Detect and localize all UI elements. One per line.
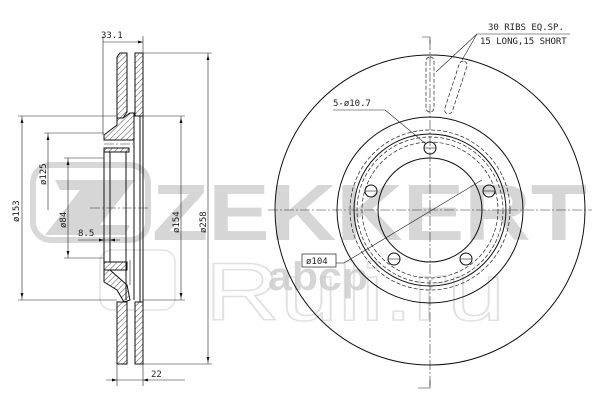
dim-hub-offset: 8.5 (78, 229, 94, 239)
section-view: 33.1 22 8.5 ø258 ø154 ø153 (12, 31, 212, 386)
watermark-brand: ZEKKERT (152, 168, 587, 257)
bolt-holes (364, 141, 496, 266)
watermark-site: Ruli.ru (205, 247, 505, 338)
center-bore (377, 157, 483, 263)
dim-friction-inner-diameter: ø154 (172, 211, 182, 233)
dim-disc-thickness: 22 (151, 370, 162, 380)
ribs-note-line1: 30 RIBS EQ.SP. (488, 23, 564, 33)
cooling-ribs (425, 56, 468, 115)
watermark-layer: ZEKKERT Ruli.ru abcp (30, 162, 587, 339)
dim-overall-thickness: 33.1 (101, 31, 123, 41)
dim-center-bore: ø84 (59, 212, 69, 228)
pcd-label: ø104 (306, 257, 328, 267)
ribs-note-line2: 15 LONG,15 SHORT (480, 37, 567, 47)
dim-outer-diameter: ø258 (199, 211, 209, 233)
bolt-holes-label: 5-ø10.7 (333, 99, 371, 109)
disc-outer-edge (274, 54, 586, 366)
dim-hat-diameter: ø153 (12, 200, 22, 222)
front-view: 30 RIBS EQ.SP. 15 LONG,15 SHORT 5-ø10.7 … (268, 23, 592, 389)
dim-bolt-circle: ø125 (39, 163, 49, 185)
